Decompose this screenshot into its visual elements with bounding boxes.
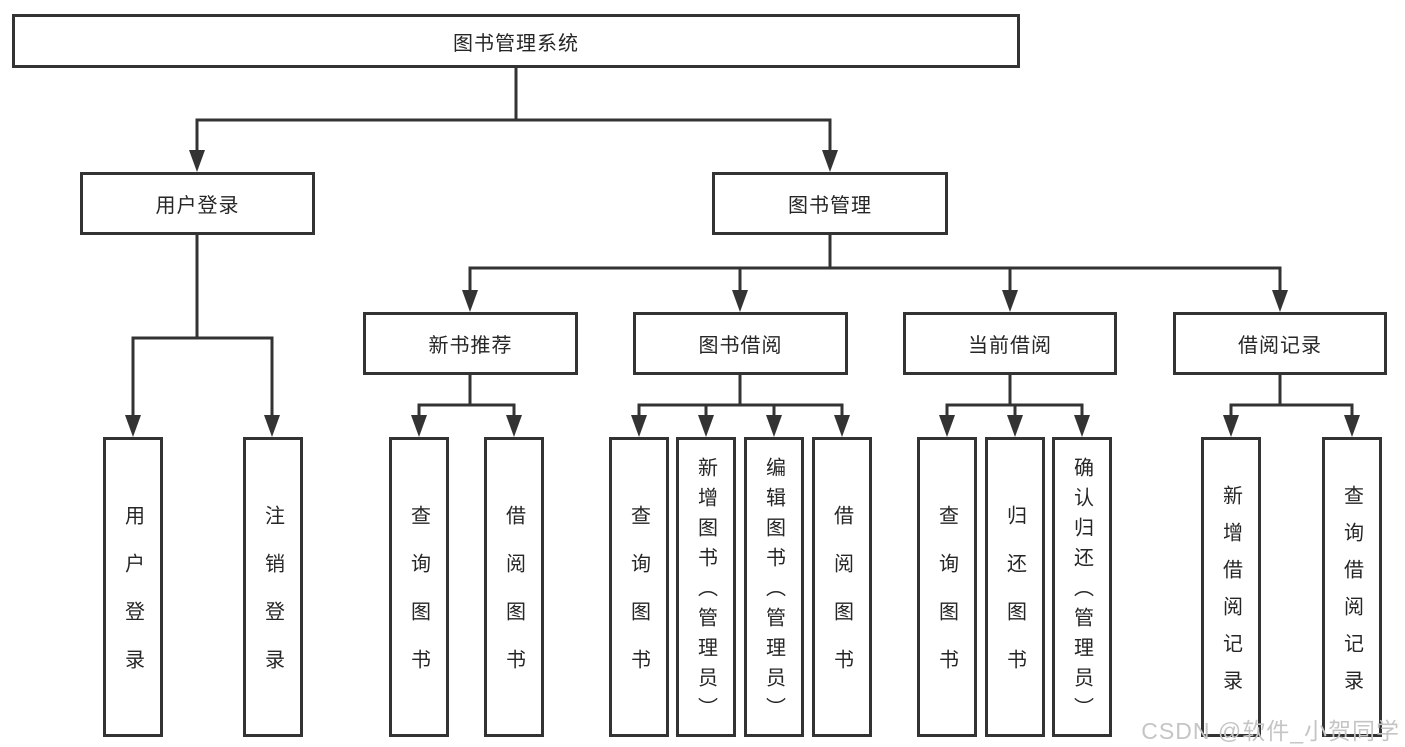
leaf-records-add-borrow-record: 新增借阅记录: [1201, 437, 1261, 737]
leaf-borrow-add-books-admin: 新增图书（管理员）: [676, 437, 736, 737]
leaf-new-book-query-books: 查询图书: [389, 437, 449, 737]
node-root-label: 图书管理系统: [453, 32, 579, 55]
leaf-borrow-query-books: 查询图书: [609, 437, 669, 737]
leaf-borrow-add-books-admin-label: 新增图书（管理员）: [694, 457, 717, 727]
node-book-management-label: 图书管理: [788, 195, 872, 217]
leaf-current-query-books: 查询图书: [917, 437, 977, 737]
leaf-current-return-books-label: 归还图书: [1003, 505, 1026, 697]
node-book-management: 图书管理: [712, 172, 948, 235]
leaf-borrow-borrow-books-label: 借阅图书: [830, 505, 853, 697]
leaf-new-book-borrow-books-label: 借阅图书: [502, 505, 525, 697]
node-new-book-recommend-label: 新书推荐: [428, 335, 513, 357]
node-borrow-records-label: 借阅记录: [1238, 335, 1322, 357]
leaf-borrow-borrow-books: 借阅图书: [812, 437, 872, 737]
leaf-borrow-query-books-label: 查询图书: [627, 505, 650, 697]
connector-root-to-level2: [189, 68, 838, 172]
leaf-user-login-label: 用户登录: [121, 505, 144, 697]
leaf-records-add-borrow-record-label: 新增借阅记录: [1219, 484, 1242, 707]
node-current-borrow-label: 当前借阅: [968, 335, 1052, 357]
connector-user-login-to-leaves: [125, 235, 280, 437]
node-user-login: 用户登录: [80, 172, 315, 235]
leaf-current-confirm-return-admin: 确认归还（管理员）: [1052, 437, 1112, 737]
leaf-current-confirm-return-admin-label: 确认归还（管理员）: [1070, 457, 1093, 727]
node-book-borrow-label: 图书借阅: [698, 335, 783, 357]
leaf-user-login: 用户登录: [103, 437, 163, 737]
node-user-login-label: 用户登录: [155, 195, 240, 217]
node-root-system: 图书管理系统: [12, 14, 1020, 68]
leaf-logout-login: 注销登录: [243, 437, 303, 737]
leaf-borrow-edit-books-admin: 编辑图书（管理员）: [744, 437, 804, 737]
connector-current-borrow-to-leaves: [939, 375, 1090, 437]
node-current-borrow: 当前借阅: [903, 312, 1117, 375]
connector-borrow-records-to-leaves: [1223, 375, 1360, 437]
node-book-borrow: 图书借阅: [633, 312, 848, 375]
leaf-new-book-query-books-label: 查询图书: [407, 505, 430, 697]
leaf-records-query-borrow-record: 查询借阅记录: [1322, 437, 1382, 737]
node-new-book-recommend: 新书推荐: [363, 312, 578, 375]
leaf-new-book-borrow-books: 借阅图书: [484, 437, 544, 737]
leaf-records-query-borrow-record-label: 查询借阅记录: [1340, 484, 1363, 707]
leaf-borrow-edit-books-admin-label: 编辑图书（管理员）: [762, 457, 785, 727]
csdn-watermark: CSDN @软件_小贺同学: [1141, 718, 1400, 744]
leaf-current-query-books-label: 查询图书: [935, 505, 958, 697]
connector-book-management-to-level3: [462, 235, 1288, 312]
leaf-current-return-books: 归还图书: [985, 437, 1045, 737]
connector-new-book-to-leaves: [411, 375, 522, 437]
connector-book-borrow-to-leaves: [631, 375, 850, 437]
node-borrow-records: 借阅记录: [1173, 312, 1387, 375]
leaf-logout-login-label: 注销登录: [261, 505, 284, 697]
